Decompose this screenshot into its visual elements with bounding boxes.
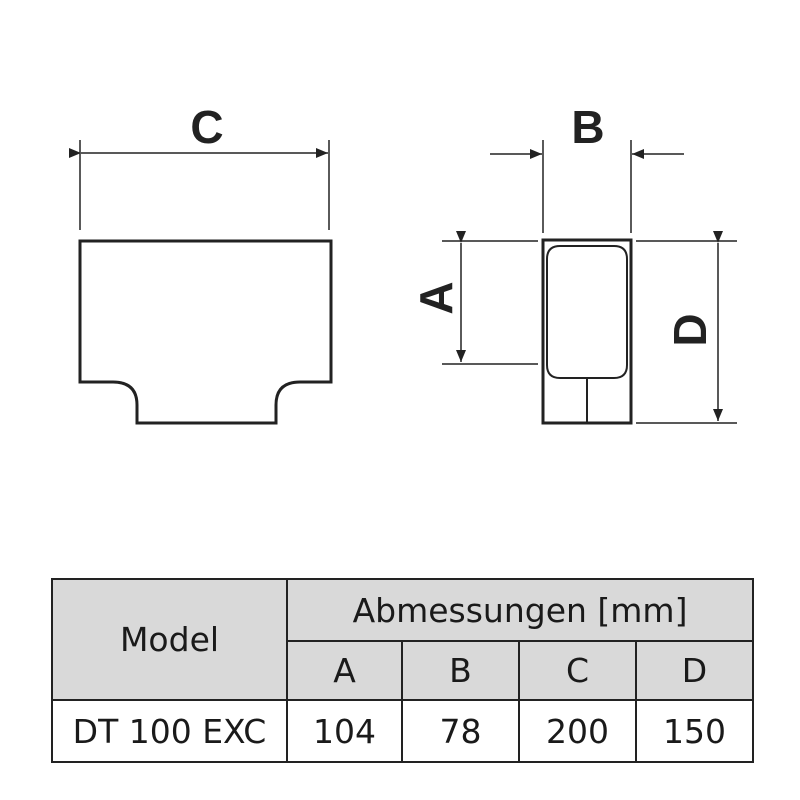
dimension-a-label: A bbox=[410, 281, 462, 314]
dimensions-table: Model Abmessungen [mm] A B C D DT 100 EX… bbox=[51, 578, 755, 763]
column-header-c: C bbox=[518, 640, 637, 701]
cross-section-channel bbox=[546, 245, 628, 379]
value-cell-c: 200 bbox=[518, 699, 637, 763]
value-cell-a: 104 bbox=[286, 699, 403, 763]
table-header-row: Model Abmessungen [mm] bbox=[51, 578, 755, 701]
model-header: Model bbox=[51, 578, 288, 701]
dimension-d-label: D bbox=[664, 313, 716, 346]
technical-drawing: C B A D bbox=[69, 101, 737, 425]
tee-piece-outline bbox=[78, 239, 333, 425]
dimension-c-label: C bbox=[190, 101, 223, 153]
model-cell: DT 100 EXC bbox=[51, 699, 288, 763]
table-row: DT 100 EXC 104 78 200 150 bbox=[51, 699, 755, 763]
dimension-b-label: B bbox=[571, 101, 604, 153]
column-header-a: A bbox=[286, 640, 403, 701]
column-header-d: D bbox=[634, 640, 755, 701]
value-cell-d: 150 bbox=[634, 699, 755, 763]
value-cell-b: 78 bbox=[401, 699, 520, 763]
column-header-b: B bbox=[401, 640, 520, 701]
dimensions-group-header: Abmessungen [mm] bbox=[285, 578, 755, 642]
table-subheader-row: A B C D bbox=[52, 640, 755, 701]
